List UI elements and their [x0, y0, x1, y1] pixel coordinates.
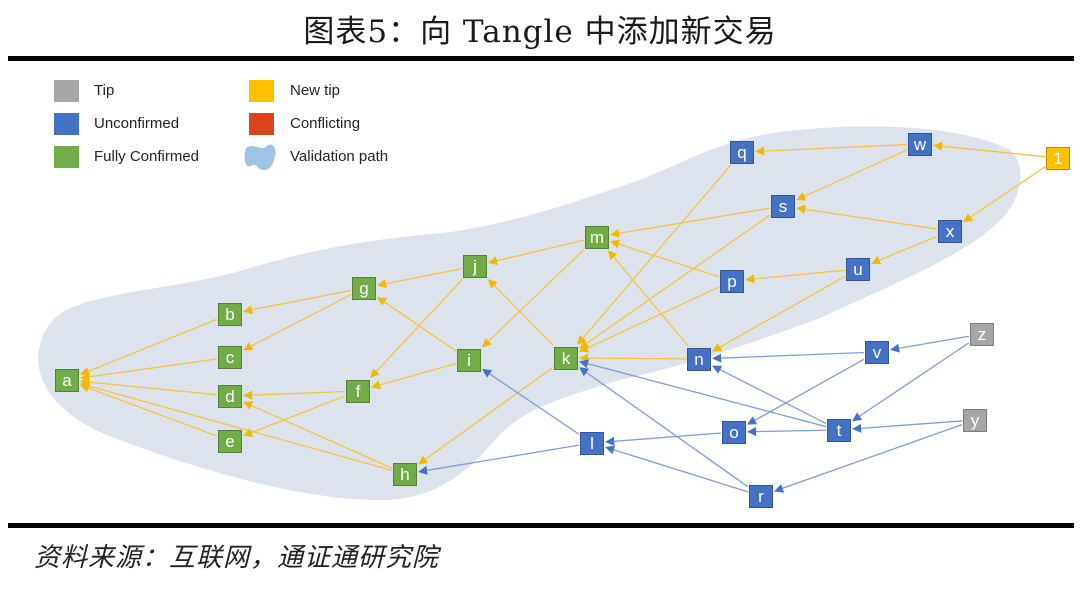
edge-u-to-n — [712, 275, 846, 352]
legend-fully-confirmed-swatch — [54, 146, 79, 168]
edge-b-to-a — [80, 318, 218, 376]
node-s: s — [771, 195, 795, 218]
node-z: z — [970, 323, 994, 346]
edge-g-to-c — [243, 294, 352, 351]
edge-l-to-h — [418, 444, 580, 475]
figure-title: 图表5：向 Tangle 中添加新交易 — [303, 14, 777, 50]
node-h: h — [393, 463, 417, 486]
edge-v-to-n — [712, 351, 865, 363]
edge-layer — [80, 141, 1046, 493]
bottom-rule — [8, 523, 1074, 528]
legend-new-tip-swatch — [249, 80, 274, 102]
edge-f-to-d — [243, 390, 346, 400]
edge-w-to-q — [755, 143, 908, 156]
edge-z-to-v — [890, 335, 970, 353]
node-c: c — [218, 346, 242, 369]
edge-z-to-t — [852, 342, 970, 422]
edge-u-to-p — [745, 269, 846, 284]
node-k: k — [554, 347, 578, 370]
legend-conflicting-label: Conflicting — [290, 115, 361, 132]
legend-new-tip-label: New tip — [290, 82, 341, 99]
legend-fully-confirmed-label: Fully Confirmed — [94, 148, 200, 165]
edge-h-to-a — [80, 381, 393, 472]
edge-x-to-u — [871, 235, 938, 265]
edge-e-to-a — [80, 383, 218, 437]
node-r: r — [749, 485, 773, 508]
node-m: m — [585, 226, 609, 249]
edge-i-to-f — [371, 363, 457, 390]
edge-j-to-g — [377, 267, 463, 289]
edge-v-to-o — [747, 358, 865, 425]
edge-1-to-x — [963, 166, 1046, 223]
node-y: y — [963, 409, 987, 432]
edge-d-to-a — [80, 377, 218, 396]
validation-path-region — [38, 126, 1021, 501]
node-d: d — [218, 385, 242, 408]
legend-validation-path-label: Validation path — [290, 148, 389, 165]
legend-tip-swatch — [54, 80, 79, 102]
node-n: n — [687, 348, 711, 371]
legend-unconfirmed-swatch — [54, 113, 79, 135]
legend-validation-path-icon — [244, 144, 276, 170]
node-v: v — [865, 341, 889, 364]
edge-g-to-b — [243, 289, 352, 315]
edge-t-to-o — [747, 427, 827, 437]
node-i: i — [457, 349, 481, 372]
node-b: b — [218, 303, 242, 326]
edge-p-to-m — [610, 239, 720, 278]
legend-conflicting-swatch — [249, 113, 274, 135]
edge-j-to-f — [370, 278, 464, 378]
node-p: p — [720, 270, 744, 293]
edge-m-to-j — [488, 239, 585, 266]
edge-1-to-w — [933, 141, 1046, 158]
edge-i-to-g — [377, 296, 457, 352]
edge-s-to-m — [610, 207, 771, 238]
node-t: t — [827, 419, 851, 442]
edge-n-to-k — [579, 353, 687, 363]
edge-t-to-n — [712, 365, 827, 424]
node-q: q — [730, 141, 754, 164]
edge-l-to-i — [482, 368, 580, 435]
edge-y-to-t — [852, 420, 963, 433]
edge-n-to-m — [607, 250, 689, 347]
edge-y-to-r — [774, 424, 963, 493]
node-e: e — [218, 430, 242, 453]
edge-t-to-k — [579, 359, 827, 428]
node-o: o — [722, 421, 746, 444]
edge-h-to-d — [243, 401, 393, 469]
node-l: l — [580, 432, 604, 455]
node-u: u — [846, 258, 870, 281]
edge-o-to-l — [605, 432, 722, 446]
node-j: j — [463, 255, 487, 278]
node-1: 1 — [1046, 147, 1070, 170]
node-w: w — [908, 133, 932, 156]
edge-p-to-k — [579, 286, 720, 353]
legend-unconfirmed-label: Unconfirmed — [94, 115, 180, 132]
node-f: f — [346, 380, 370, 403]
edge-k-to-j — [487, 279, 554, 346]
edge-k-to-h — [418, 366, 554, 465]
edge-s-to-k — [579, 214, 771, 349]
edge-q-to-k — [577, 164, 732, 345]
edge-x-to-s — [796, 204, 938, 230]
edge-w-to-s — [796, 149, 908, 201]
edge-r-to-l — [605, 445, 749, 493]
node-g: g — [352, 277, 376, 300]
node-x: x — [938, 220, 962, 243]
edge-m-to-i — [482, 249, 585, 348]
edge-f-to-e — [243, 395, 346, 437]
legend-tip-label: Tip — [94, 82, 115, 99]
node-a: a — [55, 369, 79, 392]
source-note: 资料来源：互联网，通证通研究院 — [34, 543, 440, 573]
edge-c-to-a — [80, 358, 218, 382]
edge-r-to-k — [579, 367, 749, 488]
top-rule — [8, 56, 1074, 61]
